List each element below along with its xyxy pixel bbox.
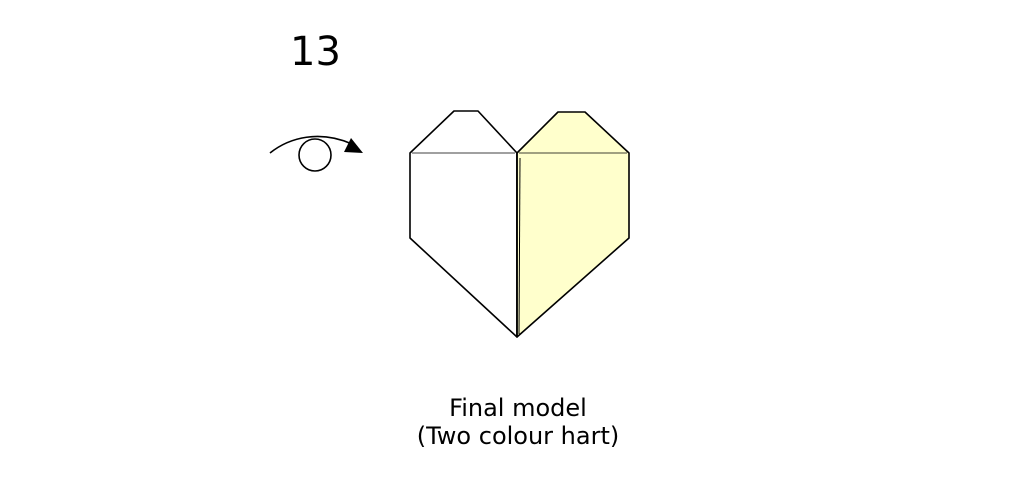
caption-subtitle: (Two colour hart) — [416, 422, 620, 450]
turn-over-icon — [269, 135, 363, 172]
eye-circle — [298, 138, 332, 172]
heart-model — [409, 110, 630, 338]
caption-title: Final model — [449, 394, 587, 422]
turn-arrow-head — [344, 138, 363, 153]
heart-right-half — [516, 111, 630, 338]
caption: Final model (Two colour hart) — [368, 394, 668, 450]
heart-left-half — [409, 110, 518, 338]
turn-arrow-curve — [269, 135, 353, 154]
step-number: 13 — [290, 29, 341, 75]
heart-center-layer — [518, 157, 521, 335]
